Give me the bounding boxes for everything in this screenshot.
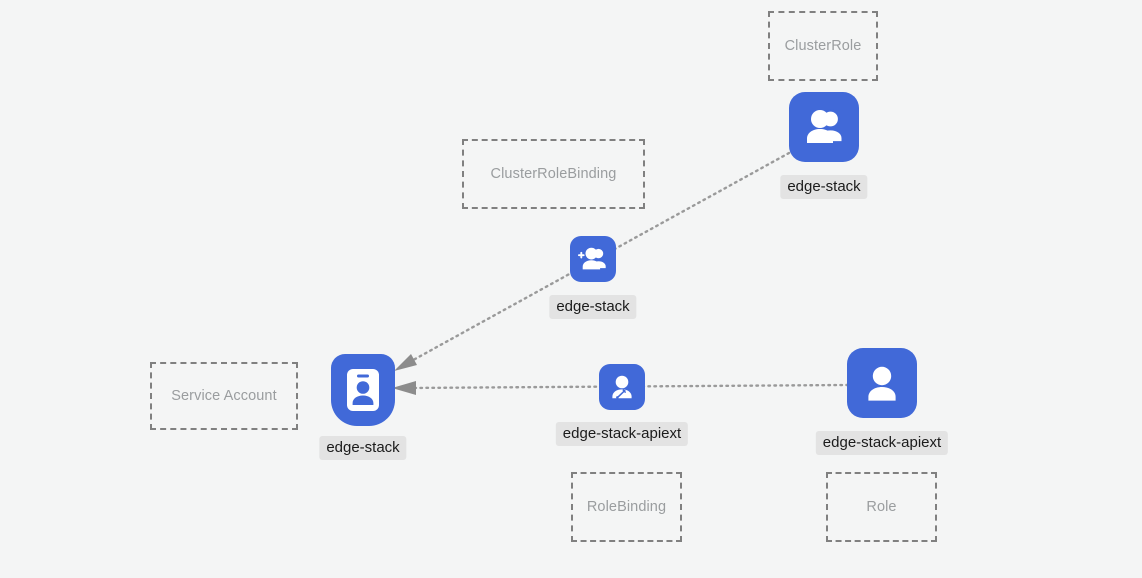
type-box-role: Role — [826, 472, 937, 542]
person-key-icon[interactable] — [599, 364, 645, 410]
type-box-clusterrolebinding: ClusterRoleBinding — [462, 139, 645, 209]
type-box-rolebinding: RoleBinding — [571, 472, 682, 542]
type-box-service-account: Service Account — [150, 362, 298, 430]
group-two-people-icon[interactable] — [789, 92, 859, 162]
edge-arrowhead-role — [392, 381, 416, 395]
single-person-icon[interactable] — [847, 348, 917, 418]
type-box-clusterrole: ClusterRole — [768, 11, 878, 81]
node-name-label-clusterrolebinding: edge-stack — [549, 295, 637, 320]
edge-arrowhead-clusterrole — [394, 354, 417, 371]
node-name-label-rolebinding: edge-stack-apiext — [555, 422, 689, 447]
node-name-label-clusterrole: edge-stack — [780, 175, 868, 200]
type-label-service-account: Service Account — [171, 388, 277, 404]
type-label-rolebinding: RoleBinding — [586, 499, 667, 515]
person-add-icon[interactable] — [570, 236, 616, 282]
type-label-clusterrole: ClusterRole — [784, 38, 862, 54]
id-badge-person-icon[interactable] — [331, 354, 395, 426]
node-name-label-role: edge-stack-apiext — [815, 431, 949, 456]
type-label-clusterrolebinding: ClusterRoleBinding — [490, 166, 617, 182]
node-name-label-service-account: edge-stack — [319, 436, 407, 461]
type-label-role: Role — [866, 499, 897, 515]
